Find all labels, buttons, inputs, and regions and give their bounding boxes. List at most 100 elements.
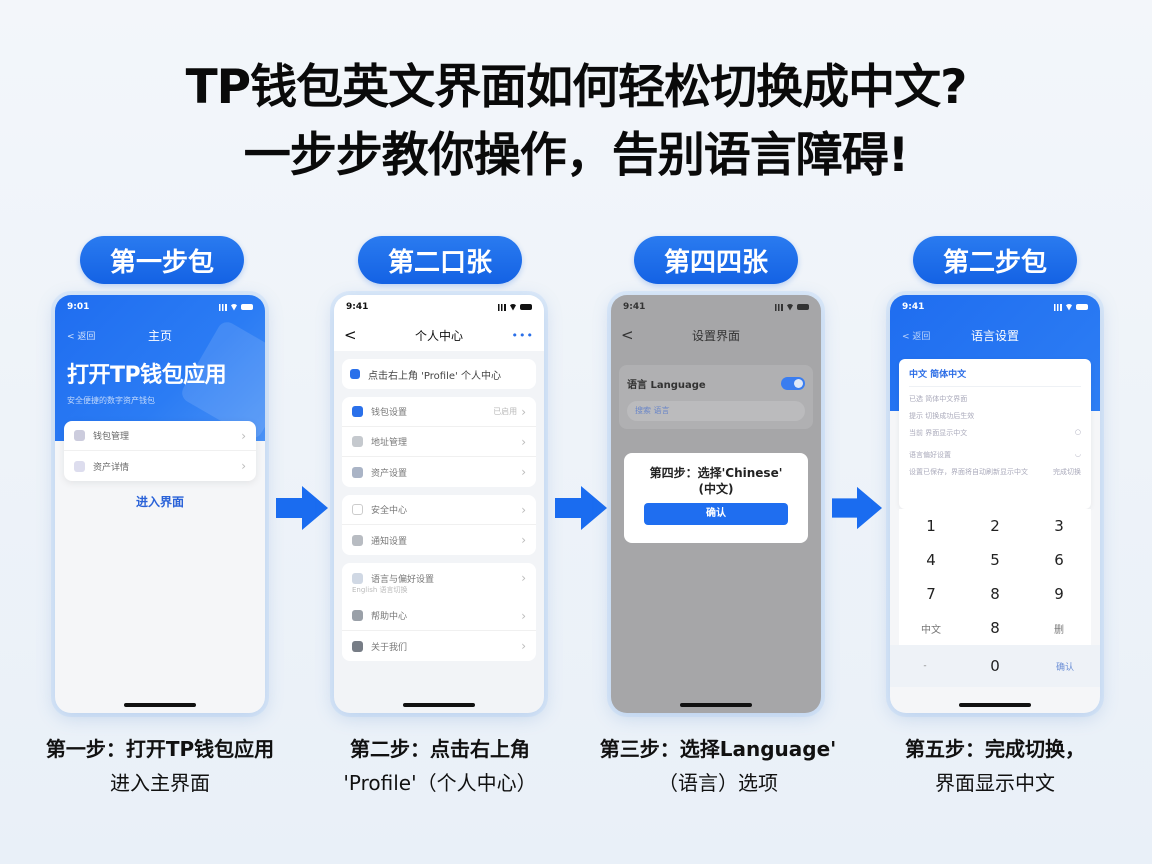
list-item[interactable]: 钱包管理 › [64,421,256,451]
dialog-text-line-1: 第四步：选择'Chinese' [649,466,783,480]
back-button[interactable]: < 返回 [67,331,96,342]
profile-icon [350,369,360,379]
key-confirm[interactable]: 确认 [1055,662,1074,673]
caption-title: 第二步：点击右上角 [350,737,530,761]
caption-detail: （语言）选项 [658,771,778,795]
caption-title: 第五步：完成切换， [905,737,1085,761]
title-line-1: TP钱包英文界面如何轻松切换成中文? [185,60,968,115]
home-indicator [124,703,196,707]
asset-settings-icon [352,466,363,478]
chevron-right-icon: › [521,608,526,623]
more-icon[interactable]: ••• [511,328,534,342]
key-0[interactable]: 0 [990,657,1000,675]
number-keypad: 1 2 3 4 5 6 7 8 9 中文 8 删 [899,509,1091,645]
info-line: 设置已保存，界面将自动刷新显示中文完成切换 [909,468,1081,476]
home-indicator [959,703,1031,707]
key-2[interactable]: 2 [990,517,1000,535]
chevron-right-icon: › [521,571,526,585]
status-bar: 9:41 [334,295,544,319]
caption-step-2: 第二步：点击右上角 'Profile'（个人中心） [300,732,580,800]
caption-step-1: 第一步：打开TP钱包应用 进入主界面 [20,732,300,800]
back-button[interactable]: < [621,326,634,344]
toggle-icon[interactable]: ◡ [1074,450,1081,458]
chevron-right-icon: › [521,533,526,547]
step-pill-3: 第四四张 [634,236,798,284]
list-item[interactable]: 资产设置 › [342,457,536,487]
radio-icon[interactable]: ○ [1074,428,1081,436]
list-item[interactable]: 钱包设置 已启用 › [342,397,536,427]
key-9[interactable]: 9 [1054,585,1064,603]
wifi-icon [786,303,794,311]
help-icon [352,610,363,621]
battery-icon [241,304,253,310]
list-item[interactable]: 资产详情 › [64,451,256,481]
key-7[interactable]: 7 [926,585,936,603]
info-heading: 中文 简体中文 [909,367,1081,387]
confirm-button[interactable]: 确认 [644,503,788,525]
list-item[interactable]: 地址管理 › [342,427,536,457]
list-item[interactable]: 安全中心 › [342,495,536,525]
signal-icon [1052,303,1062,311]
caption-detail: 进入主界面 [110,771,210,795]
language-row[interactable]: 语言 Language [627,371,805,395]
key-5[interactable]: 5 [990,551,1000,569]
language-toggle[interactable] [781,376,805,390]
list-item-label: 帮助中心 [371,612,408,622]
language-search-input[interactable]: 搜索 语言 [627,401,805,421]
language-dialog: 第四步：选择'Chinese' (中文) 确认 [624,453,808,543]
list-item[interactable]: 通知设置 › [342,525,536,555]
key-8[interactable]: 8 [990,585,1000,603]
key-3[interactable]: 3 [1054,517,1064,535]
key-delete[interactable]: 删 [1054,624,1064,636]
info-line: 已选 简体中文界面 [909,395,968,403]
list-item-label: 通知设置 [371,536,408,547]
nav-title: 设置界面 [691,328,740,343]
caption-detail: 'Profile'（个人中心） [343,771,537,795]
wifi-icon [1065,303,1073,311]
phone-step-4: 9:41 < 返回 语言设置 中文 简体中文 已选 简体中文界面 提示 切换成功… [890,295,1100,713]
nav-bar: < 返回 语言设置 [890,319,1100,351]
settings-group-2: 安全中心 › 通知设置 › [342,495,536,555]
list-item-label: 关于我们 [371,642,408,653]
key-4[interactable]: 4 [926,551,936,569]
key-6[interactable]: 6 [1054,551,1064,569]
key-8-alt[interactable]: 8 [990,619,1000,637]
asset-icon [74,460,85,472]
caption-step-4: 第五步：完成切换， 界面显示中文 [855,732,1135,800]
list-item-label: 钱包管理 [93,432,130,442]
status-bar: 9:01 [55,295,265,319]
list-item-language[interactable]: 语言与偏好设置 › [342,563,536,593]
language-icon [352,572,363,584]
wifi-icon [509,303,517,311]
page-title: TP钱包英文界面如何轻松切换成中文? 一步步教你操作，告别语言障碍! [0,58,1152,186]
key-1[interactable]: 1 [926,517,936,535]
back-button[interactable]: < [344,326,357,344]
phone-step-1: 9:01 < 返回 主页 打开TP钱包应用 安全便捷的数字资产钱包 钱包管理 ›… [55,295,265,713]
list-item-label: 地址管理 [371,438,408,448]
chevron-right-icon: › [521,502,526,517]
language-label: 语言 Language [627,379,706,391]
list-item-label: 资产设置 [371,468,408,479]
battery-icon [1076,304,1088,310]
nav-bar: < 个人中心 ••• [334,319,544,351]
key-chinese[interactable]: 中文 [921,624,941,636]
profile-hint: 点击右上角 'Profile' 个人中心 [368,370,501,382]
list-item[interactable]: 帮助中心 › [342,601,536,631]
hero-banner: 9:01 < 返回 主页 打开TP钱包应用 安全便捷的数字资产钱包 [55,295,265,441]
home-indicator [680,703,752,707]
enter-link[interactable]: 进入界面 [135,495,184,509]
profile-hint-card[interactable]: 点击右上角 'Profile' 个人中心 [342,359,536,389]
key-minus[interactable]: - [923,661,927,671]
step-pill-1: 第一步包 [80,236,244,284]
list-item[interactable]: 关于我们 › [342,631,536,661]
status-time: 9:41 [346,302,369,312]
step-pill-4: 第二步包 [913,236,1077,284]
phone-step-3: 9:41 < 设置界面 语言 Language 搜索 语言 第四步：选择'Chi… [611,295,821,713]
battery-icon [520,304,532,310]
chevron-right-icon: › [521,639,526,653]
nav-bar: < 返回 主页 [55,319,265,351]
keypad-bottom-row: - 0 确认 [890,645,1100,687]
back-button[interactable]: < 返回 [902,331,931,342]
list-item-label: 资产详情 [93,462,130,473]
list-item-subtext: English 语言切换 [352,586,408,594]
